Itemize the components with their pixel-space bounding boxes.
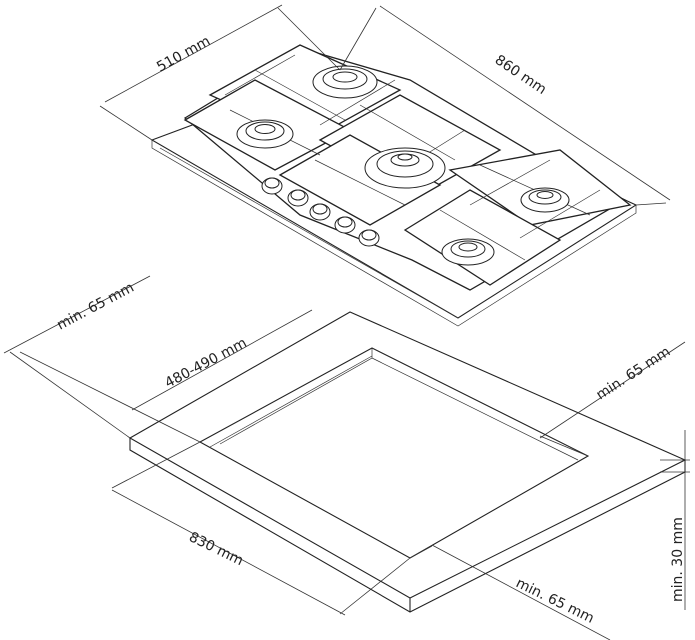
hob-depth-label: 510 mm bbox=[154, 33, 213, 75]
burner-wok bbox=[364, 147, 446, 189]
side-margin-dimension: min. 65 mm bbox=[3, 275, 151, 439]
knob-2 bbox=[287, 189, 309, 207]
back-margin-dimension: min. 65 mm bbox=[539, 341, 686, 457]
thickness-label: min. 30 mm bbox=[670, 517, 686, 602]
knob-1 bbox=[261, 177, 283, 195]
knob-3 bbox=[309, 203, 331, 221]
knob-4 bbox=[334, 216, 356, 234]
burner-front-left bbox=[236, 119, 294, 149]
burner-front-right bbox=[441, 238, 495, 266]
burner-rear-right bbox=[520, 187, 570, 213]
knob-5 bbox=[358, 229, 380, 247]
side-margin-label: min. 65 mm bbox=[54, 280, 136, 334]
cutout-depth-label: 480-490 mm bbox=[162, 335, 249, 391]
control-knobs bbox=[261, 177, 380, 247]
gas-hob bbox=[150, 44, 638, 327]
front-margin-dimension: min. 65 mm bbox=[409, 544, 611, 640]
worktop-edge bbox=[129, 438, 686, 613]
hob-width-label: 860 mm bbox=[492, 52, 549, 98]
cutout-width-label: 830 mm bbox=[186, 529, 246, 569]
front-margin-label: min. 65 mm bbox=[513, 575, 596, 627]
cutout-opening bbox=[198, 347, 590, 559]
cutout-width-dimension: 830 mm bbox=[111, 441, 411, 616]
thickness-dimension: min. 30 mm bbox=[660, 430, 690, 610]
burner-rear-left bbox=[312, 65, 378, 99]
pan-supports bbox=[183, 44, 632, 286]
back-margin-label: min. 65 mm bbox=[593, 344, 673, 404]
